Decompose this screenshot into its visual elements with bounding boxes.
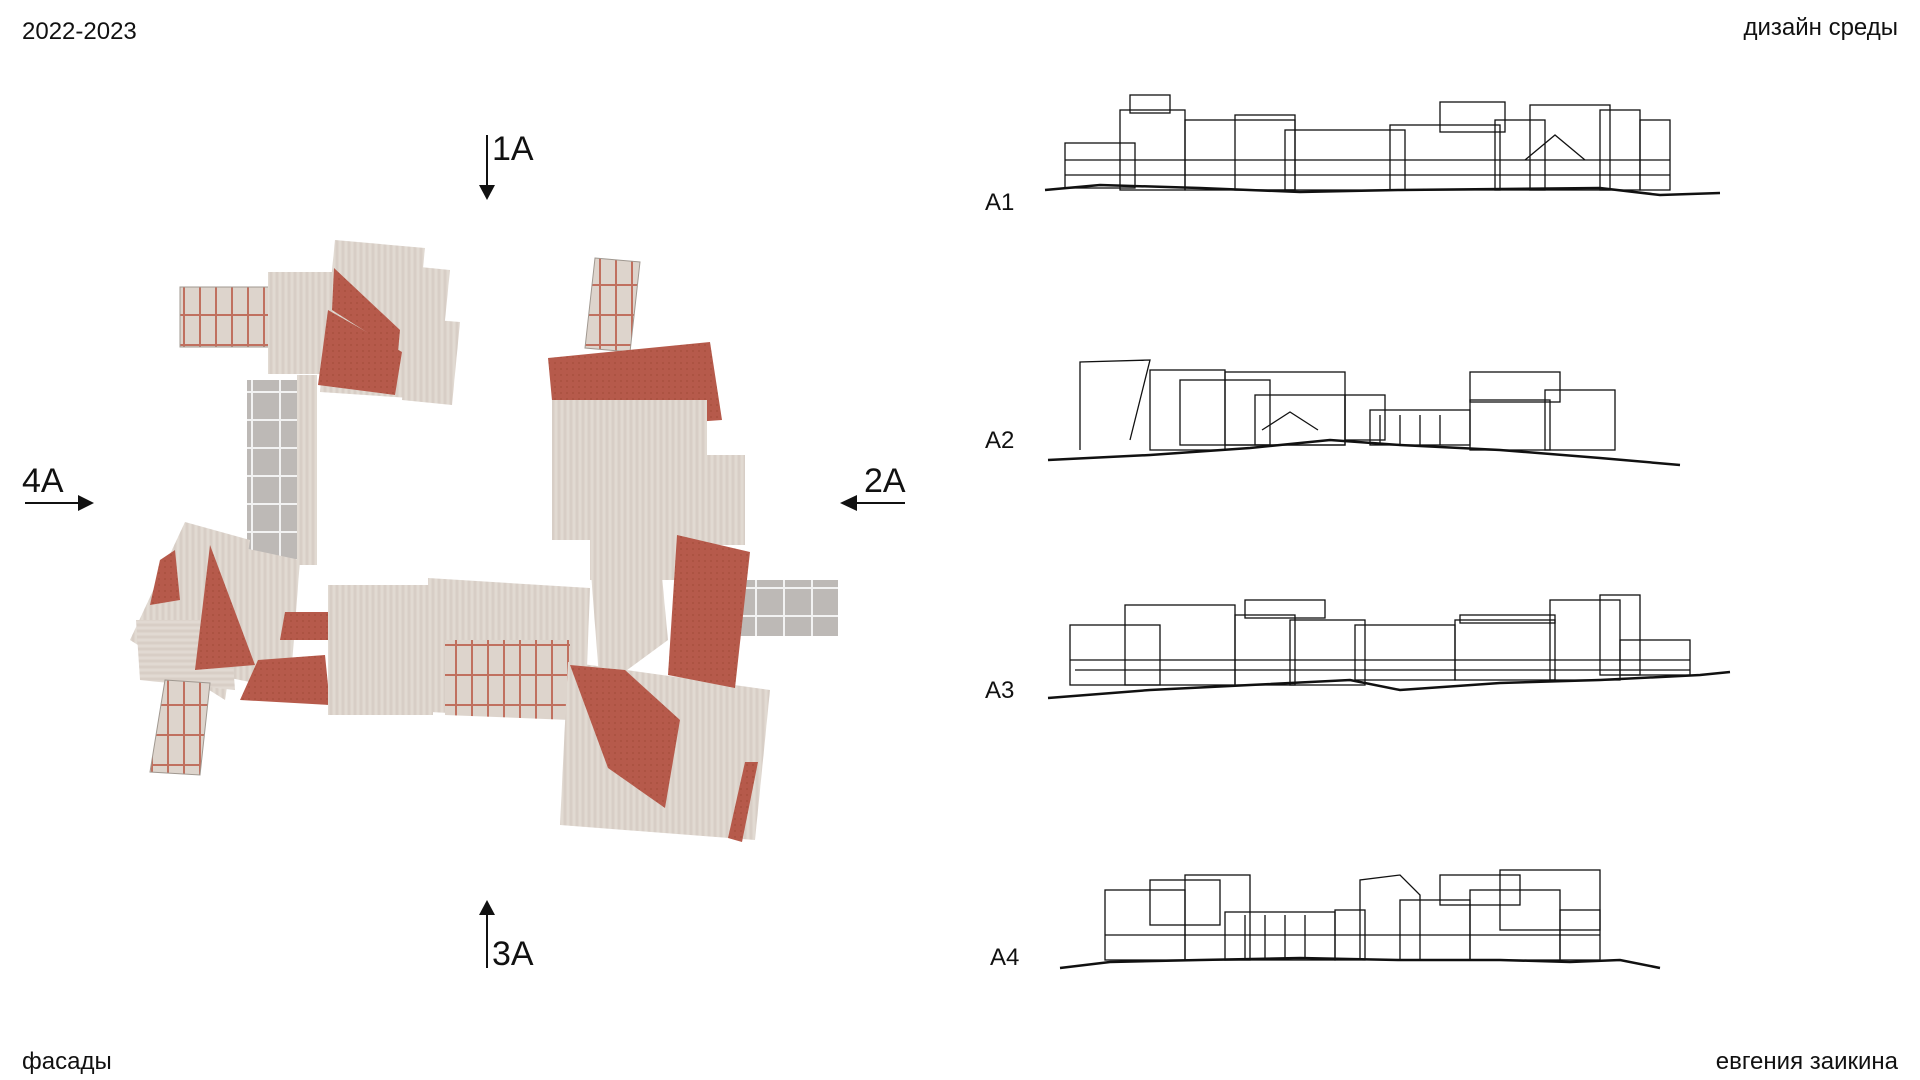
- roof-tile: [297, 375, 317, 565]
- view-marker-1a: 1A: [479, 130, 534, 200]
- roof-tile: [328, 585, 433, 715]
- elevation-label-a2: A2: [985, 427, 1014, 454]
- elevation-a1: [1044, 94, 1721, 197]
- red-roof-panel: [318, 310, 402, 395]
- roof-tile: [552, 400, 707, 540]
- year-label: 2022-2023: [22, 18, 137, 45]
- roof-tile: [690, 455, 745, 545]
- roof-tile: [402, 318, 460, 405]
- pergola-tile: [179, 286, 273, 348]
- red-roof-panel: [570, 665, 680, 808]
- red-roof-panel: [280, 612, 330, 640]
- roof-plan: 1A 2A 3A 4A: [22, 130, 906, 973]
- subject-label: дизайн среды: [1743, 14, 1898, 41]
- view-label-1a: 1A: [492, 130, 534, 168]
- elevation-label-a4: A4: [990, 944, 1019, 971]
- pergola-tile: [584, 257, 641, 353]
- pergola-tile: [149, 679, 211, 776]
- view-label-4a: 4A: [22, 462, 64, 500]
- elevation-label-a1: A1: [985, 189, 1014, 216]
- red-roof-panel: [150, 550, 180, 605]
- red-roof-panel: [195, 545, 255, 670]
- elevation-a3: [1047, 594, 1731, 700]
- author-name: евгения заикина: [1715, 1048, 1898, 1075]
- red-roof-panel: [332, 268, 400, 352]
- view-marker-4a: 4A: [22, 462, 94, 511]
- glass-corridor: [738, 580, 838, 636]
- red-roof-panel: [728, 762, 758, 842]
- roof-tile: [590, 555, 668, 690]
- view-label-2a: 2A: [864, 462, 906, 500]
- elevation-label-a3: A3: [985, 677, 1014, 704]
- pergola-tile: [445, 640, 570, 720]
- view-marker-2a: 2A: [840, 462, 906, 511]
- view-marker-3a: 3A: [479, 900, 534, 973]
- section-title: фасады: [22, 1048, 112, 1075]
- red-roof-panel: [668, 535, 750, 688]
- view-label-3a: 3A: [492, 935, 534, 973]
- elevation-a2: [1047, 359, 1681, 467]
- elevation-a4: [1059, 869, 1661, 970]
- red-roof-panel: [240, 655, 330, 705]
